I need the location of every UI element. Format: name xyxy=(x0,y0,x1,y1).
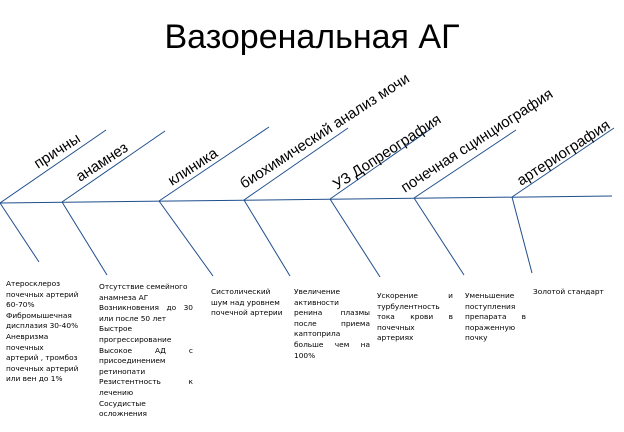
rib-line-5 xyxy=(329,198,381,278)
text-line: почечных xyxy=(6,342,44,352)
text-line: ретинопати xyxy=(99,366,146,376)
text-line: анамнеза АГ xyxy=(99,292,149,302)
text-line: почечных xyxy=(377,322,415,332)
rib-line-4 xyxy=(243,199,291,277)
text-line: Быстрое xyxy=(99,324,133,334)
text-box-uzdg: Ускорение и турбулентность тока крови в … xyxy=(377,291,453,344)
text-line: Фибромышечная xyxy=(6,310,72,320)
text-line: Золотой стандарт xyxy=(533,287,604,296)
text-line: тока крови в xyxy=(377,312,453,322)
text-box-arteriography: Золотой стандарт xyxy=(533,287,613,298)
text-line: шум над уровнем xyxy=(211,297,280,307)
rib-line-6 xyxy=(413,197,465,276)
text-line: почку xyxy=(465,333,488,343)
branch-label-klinika: клиника xyxy=(165,144,222,189)
text-line: или вен до 1% xyxy=(6,374,63,384)
text-line: или после 50 лет xyxy=(99,313,167,323)
text-line: активности xyxy=(294,297,339,307)
page-title: Вазоренальная АГ xyxy=(164,18,460,56)
branch-line-7 xyxy=(511,127,615,198)
text-line: Аневризма xyxy=(6,331,49,341)
text-line: артерий , тромбоз xyxy=(6,353,78,363)
text-line: Сосудистые xyxy=(99,398,146,408)
text-box-biochem: Увеличение активности ренина плазмы посл… xyxy=(294,287,370,361)
text-line: артериях xyxy=(377,333,414,343)
text-line: дисплазия 30-40% xyxy=(6,321,79,331)
text-line: Увеличение xyxy=(294,287,341,296)
rib-line-2 xyxy=(61,201,108,276)
text-box-klinika: Систолический шум над уровнем почечной а… xyxy=(211,287,291,319)
text-line: Отсутствие семейного xyxy=(99,282,188,291)
branch-label-anamnez: анамнез xyxy=(73,139,131,185)
diagram-lines xyxy=(0,126,615,278)
text-line: 100% xyxy=(294,350,316,360)
text-line: ренина плазмы xyxy=(294,308,370,318)
text-line: Возникновения до 30 xyxy=(99,303,193,313)
text-line: пораженную xyxy=(465,322,516,332)
text-line: препарата в xyxy=(465,312,526,322)
branch-line-5 xyxy=(329,127,433,200)
text-line: турбулентность xyxy=(377,301,440,311)
text-line: почечных артерий xyxy=(6,289,79,299)
text-line: почечной артерии xyxy=(211,308,283,318)
text-line: каптоприла xyxy=(294,329,341,339)
text-line: Уменьшение xyxy=(465,291,515,300)
text-line: после приема xyxy=(294,318,370,328)
text-line: больше чем на xyxy=(294,339,370,349)
text-line: лечению xyxy=(99,387,134,397)
branch-line-4 xyxy=(243,127,349,201)
text-line: Систолический xyxy=(211,287,271,296)
branch-label-arteriography: артериография xyxy=(514,117,613,190)
text-line: 60-70% xyxy=(6,300,35,310)
rib-line-1 xyxy=(0,202,40,263)
text-line: поступления xyxy=(465,301,516,311)
branch-line-3 xyxy=(158,126,270,202)
text-line: Ускорение и xyxy=(377,291,453,300)
text-line: Атеросклероз xyxy=(6,279,61,288)
text-line: присоединением xyxy=(99,356,166,366)
text-box-scinti: Уменьшение поступления препарата в пораж… xyxy=(465,291,526,344)
text-line: осложнения xyxy=(99,409,147,419)
spine-line xyxy=(0,195,613,204)
text-line: прогрессирование xyxy=(99,334,172,344)
text-line: Резистентность к xyxy=(99,377,193,387)
branch-line-2 xyxy=(61,130,166,203)
branch-line-6 xyxy=(413,129,517,199)
text-line: Высокое АД с xyxy=(99,345,193,355)
text-box-anamnez: Отсутствие семейного анамнеза АГ Возникн… xyxy=(99,282,193,420)
branch-line-1 xyxy=(0,129,107,204)
text-box-prichiny: Атеросклероз почечных артерий 60-70% Фиб… xyxy=(6,279,86,385)
rib-line-7 xyxy=(511,196,533,274)
rib-line-3 xyxy=(158,200,214,277)
text-line: почечных артерий xyxy=(6,363,79,373)
